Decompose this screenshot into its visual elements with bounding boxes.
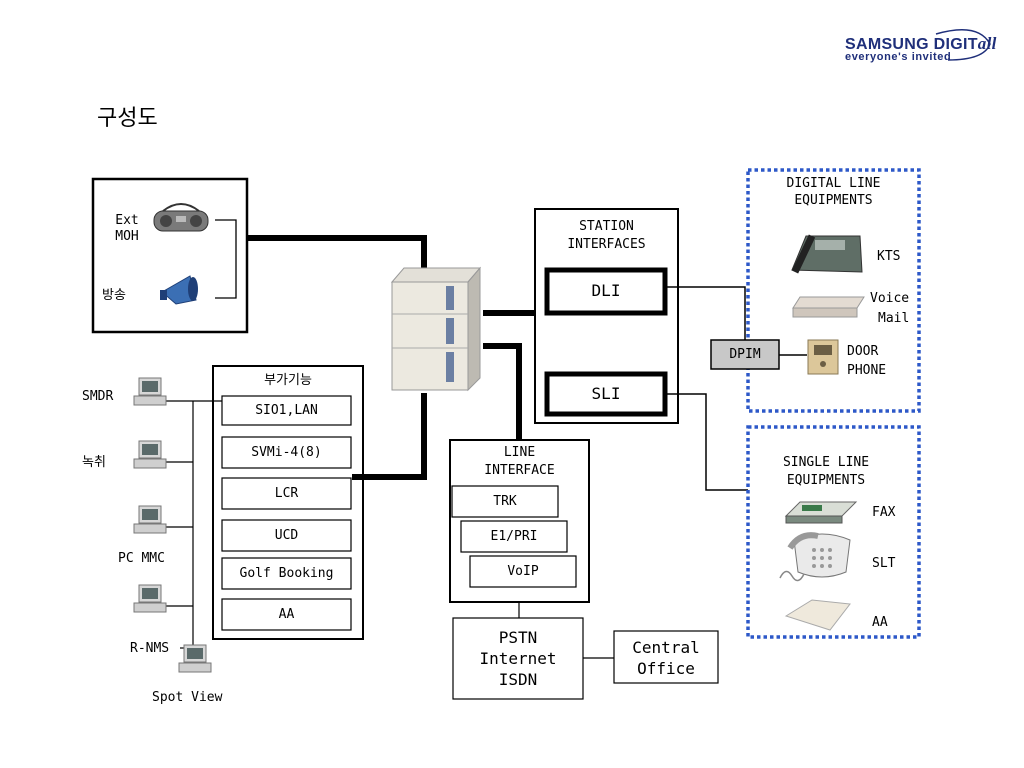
- page-title: 구성도: [97, 106, 158, 131]
- e1-pri-label: E1/PRI: [490, 529, 538, 544]
- unit-line-link: [483, 343, 522, 440]
- addon-item-label: AA: [278, 607, 295, 622]
- addon-item-label: Golf Booking: [239, 566, 334, 581]
- fax-icon: [784, 501, 858, 524]
- unit-addon-link: [352, 393, 427, 480]
- voip-label: VoIP: [507, 564, 539, 579]
- fax-label: FAX: [872, 505, 896, 520]
- aa-device-icon: [784, 599, 851, 631]
- computer-icon: [133, 440, 167, 469]
- aa-label: AA: [872, 615, 888, 630]
- addon-item-label: UCD: [274, 528, 299, 543]
- ext-thick-link: [247, 235, 427, 270]
- addon-item-box: [221, 557, 352, 590]
- dli-label: DLI: [591, 281, 621, 300]
- kts-phone-icon: [791, 234, 863, 274]
- central-office-line1: Central: [632, 638, 700, 657]
- voip-box: [469, 555, 577, 588]
- line-interface-label-line2: INTERFACE: [484, 463, 555, 478]
- door-phone-line1: DOOR: [847, 344, 879, 359]
- ext-bracket: [215, 219, 237, 299]
- voice-mail-line2: Mail: [878, 311, 910, 326]
- ext-box: [91, 177, 249, 334]
- pc-mmc-label: PC MMC: [118, 551, 165, 566]
- sli-label: SLI: [591, 384, 621, 403]
- voice-mail-line1: Voice: [870, 291, 910, 306]
- record-label: 녹취: [82, 455, 106, 470]
- trk-label: TRK: [493, 494, 517, 509]
- e1-pri-box: [460, 520, 568, 553]
- rnms-label: R-NMS: [130, 641, 170, 656]
- addon-item-label: SIO1,LAN: [255, 403, 318, 418]
- logo-brand-script: all: [977, 34, 997, 53]
- digital-label-line1: DIGITAL LINE: [786, 176, 881, 191]
- addon-outer-box: [212, 365, 364, 640]
- slt-label: SLT: [872, 556, 896, 571]
- addon-header: 부가기능: [264, 373, 312, 388]
- radio-icon: [153, 203, 209, 232]
- line-interface-label-line1: LINE: [503, 445, 536, 460]
- single-equipments-box: [746, 425, 921, 639]
- dpim-label: DPIM: [729, 347, 761, 362]
- kts-label: KTS: [877, 249, 901, 264]
- digital-equipments-box: [746, 168, 921, 413]
- addon-item-label: SVMi-4(8): [251, 445, 322, 460]
- smdr-label: SMDR: [82, 389, 114, 404]
- moh-label: MOH: [115, 229, 139, 244]
- addon-item-box: [221, 395, 352, 426]
- addon-item-label: LCR: [274, 486, 299, 501]
- computer-icon: [178, 644, 212, 673]
- single-label-line1: SINGLE LINE: [782, 455, 870, 470]
- spot-view-label: Spot View: [152, 690, 223, 705]
- computer-icon: [133, 505, 167, 534]
- station-label-line2: INTERFACES: [567, 237, 646, 252]
- network-line2: Internet: [479, 649, 557, 668]
- dli-link: [665, 286, 746, 348]
- station-label-line1: STATION: [579, 219, 634, 234]
- station-interfaces-box: [534, 208, 679, 424]
- central-office-box: [613, 630, 719, 684]
- broadcast-label: 방송: [102, 288, 126, 303]
- trk-box: [451, 485, 559, 518]
- addon-item-box: [221, 519, 352, 552]
- computer-icon: [133, 377, 167, 406]
- network-line3: ISDN: [498, 670, 538, 689]
- addon-item-box: [221, 436, 352, 469]
- computer-icon: [133, 584, 167, 613]
- door-phone-icon: [807, 339, 839, 375]
- central-office-line2: Office: [637, 659, 695, 678]
- single-label-line2: EQUIPMENTS: [786, 473, 866, 488]
- sli-link: [665, 393, 748, 491]
- logo-brand-main: SAMSUNG DIGIT: [845, 36, 978, 53]
- logo-tagline: everyone's invited: [845, 51, 952, 63]
- dli-box: [544, 267, 668, 316]
- addon-item-box: [221, 598, 352, 631]
- digital-label-line2: EQUIPMENTS: [794, 193, 873, 208]
- megaphone-icon: [160, 275, 198, 305]
- central-unit-cabinet: [390, 266, 482, 392]
- voice-mail-icon: [792, 296, 865, 318]
- network-line1: PSTN: [498, 628, 538, 647]
- door-phone-line2: PHONE: [847, 363, 887, 378]
- slt-phone-icon: [779, 532, 851, 582]
- ext-label: Ext: [115, 213, 139, 228]
- addon-item-box: [221, 477, 352, 510]
- sli-box: [544, 371, 668, 417]
- samsung-logo: SAMSUNG DIGITall everyone's invited: [845, 34, 997, 63]
- logo-swoosh: [935, 29, 991, 61]
